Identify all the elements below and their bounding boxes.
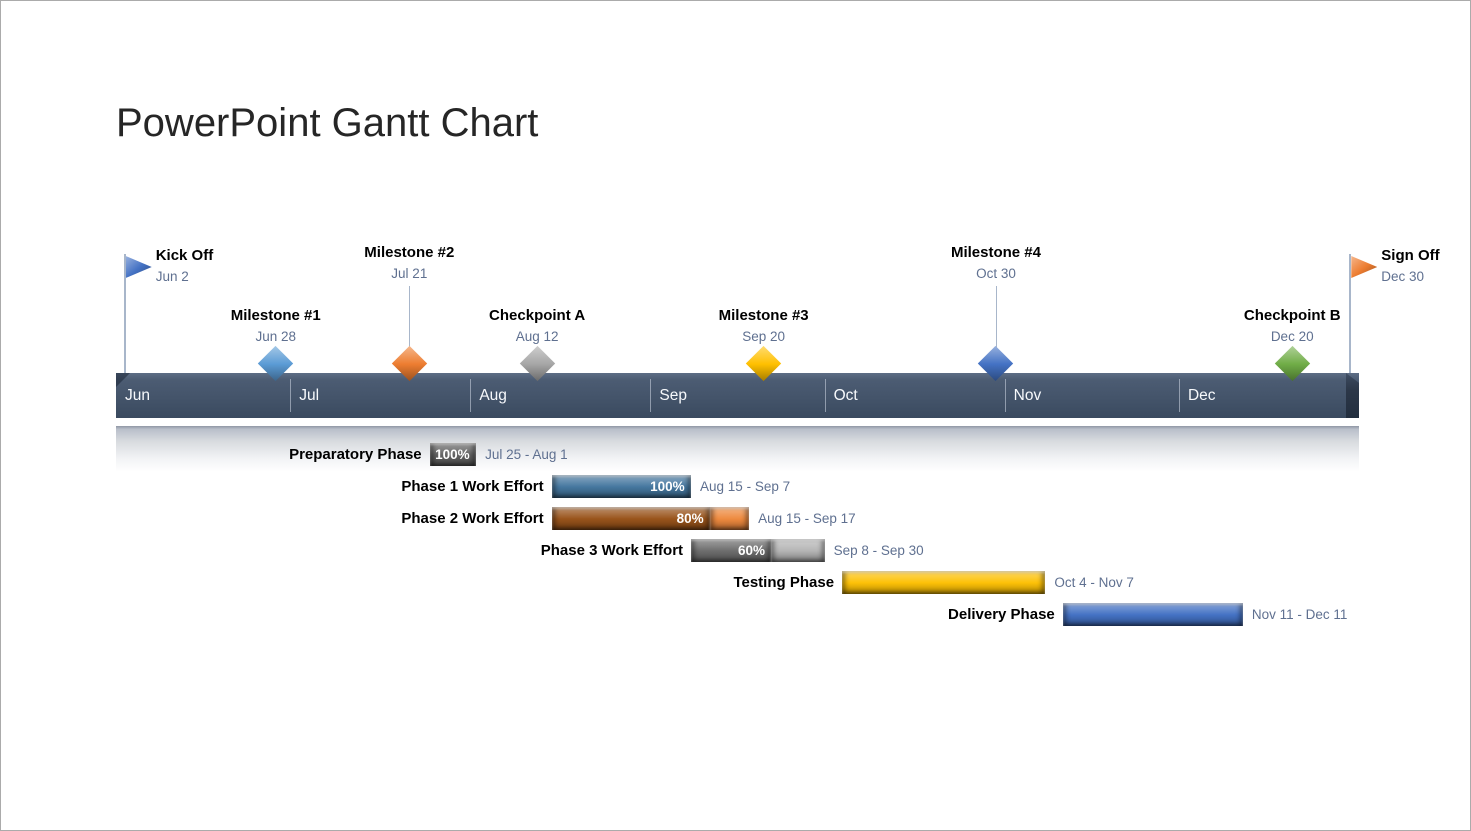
milestone-date: Dec 20 <box>1270 329 1314 344</box>
milestone-title: Kick Off <box>155 247 214 264</box>
milestone-title: Milestone #2 <box>364 244 455 261</box>
milestone-date: Jul 21 <box>391 266 428 281</box>
task-bar: 100% <box>551 475 691 498</box>
task-bar <box>1062 603 1243 626</box>
task-label: Phase 2 Work Effort <box>401 510 544 527</box>
milestone-date: Jun 28 <box>255 329 296 344</box>
milestone-title: Sign Off <box>1381 247 1440 264</box>
milestone-title: Milestone #1 <box>230 307 321 324</box>
milestone-title: Milestone #4 <box>950 244 1041 261</box>
flag-icon <box>1351 256 1378 278</box>
month-divider <box>290 379 292 412</box>
month-divider <box>824 379 826 412</box>
month-label-sep: Sep <box>659 387 687 404</box>
milestone-date: Jun 2 <box>155 269 189 284</box>
task-progress-label: 80% <box>676 511 704 526</box>
milestone-date: Oct 30 <box>976 266 1016 281</box>
task-date-range: Aug 15 - Sep 17 <box>758 511 856 526</box>
task-bar-fill <box>842 571 1046 594</box>
task-bar-fill: 60% <box>691 539 772 562</box>
task-label: Testing Phase <box>733 574 835 591</box>
task-bar-fill: 100% <box>551 475 691 498</box>
timeline-bar <box>116 373 1359 418</box>
task-bar-fill: 80% <box>551 507 710 530</box>
task-bar-fill: 100% <box>429 443 476 466</box>
month-label-nov: Nov <box>1013 387 1042 404</box>
milestone-title: Checkpoint B <box>1243 307 1341 324</box>
task-bar-fill <box>1062 603 1243 626</box>
month-divider <box>650 379 652 412</box>
task-date-range: Aug 15 - Sep 7 <box>700 479 791 494</box>
month-label-aug: Aug <box>479 387 507 404</box>
task-bar-remainder <box>771 539 825 562</box>
task-label: Phase 3 Work Effort <box>540 542 684 559</box>
task-bar-remainder <box>709 507 750 530</box>
task-progress-label: 100% <box>435 447 470 462</box>
month-label-oct: Oct <box>833 387 858 404</box>
task-progress-label: 60% <box>738 543 766 558</box>
task-bar: 80% <box>551 507 750 530</box>
task-date-range: Sep 8 - Sep 30 <box>833 543 924 558</box>
flag-pole <box>123 254 126 373</box>
page-title: PowerPoint Gantt Chart <box>116 101 539 145</box>
month-label-jul: Jul <box>299 387 320 404</box>
task-progress-label: 100% <box>650 479 685 494</box>
task-label: Preparatory Phase <box>289 446 422 463</box>
task-bar: 100% <box>429 443 476 466</box>
milestone-connector-line <box>995 286 997 352</box>
milestone-date: Sep 20 <box>742 329 786 344</box>
milestone-title: Checkpoint A <box>489 307 586 324</box>
task-bar <box>842 571 1046 594</box>
milestone-connector-line <box>409 286 411 352</box>
month-divider <box>1178 379 1180 412</box>
month-label-jun: Jun <box>125 387 150 404</box>
task-date-range: Nov 11 - Dec 11 <box>1251 607 1348 622</box>
timeline-bevel-end <box>1346 373 1359 418</box>
month-divider <box>1004 379 1006 412</box>
flag-icon <box>125 256 152 278</box>
task-date-range: Jul 25 - Aug 1 <box>485 447 568 462</box>
milestone-date: Dec 30 <box>1381 269 1425 284</box>
flag-pole <box>1349 254 1352 373</box>
month-divider <box>470 379 472 412</box>
month-label-dec: Dec <box>1187 387 1216 404</box>
task-date-range: Oct 4 - Nov 7 <box>1054 575 1134 590</box>
task-label: Delivery Phase <box>948 606 1055 623</box>
task-label: Phase 1 Work Effort <box>401 478 544 495</box>
milestone-title: Milestone #3 <box>718 307 809 324</box>
task-bar: 60% <box>691 539 825 562</box>
timeline-reflection <box>116 426 1359 472</box>
milestone-date: Aug 12 <box>515 329 559 344</box>
